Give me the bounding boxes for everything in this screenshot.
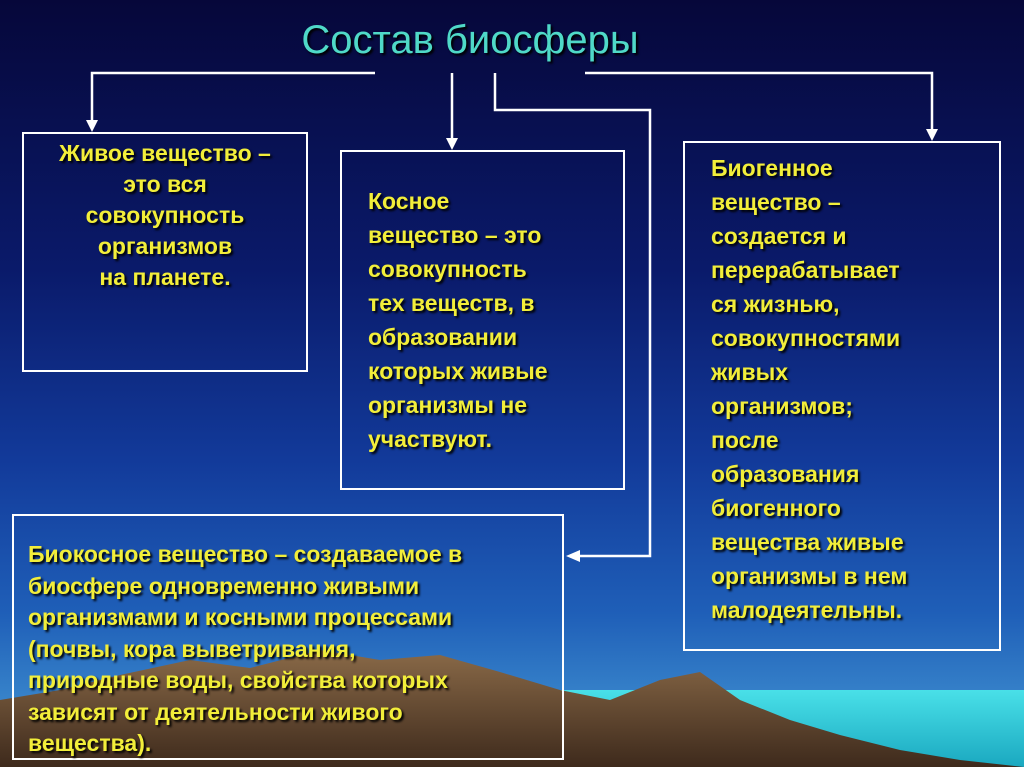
living-line: это вся (123, 171, 207, 197)
arrowhead-bioinert (566, 550, 580, 562)
inert-line: совокупность (368, 256, 527, 282)
bioinert-line: природные воды, свойства которых (28, 667, 448, 693)
inert-matter-box: Косное вещество – это совокупность тех в… (340, 150, 625, 490)
living-line: совокупность (85, 202, 245, 228)
arrowhead-living (86, 120, 98, 132)
living-line: на планете. (99, 264, 231, 290)
arrowhead-biogenic (926, 129, 938, 141)
bioinert-line: вещества). (28, 730, 152, 756)
inert-line: Косное (368, 188, 450, 214)
biogenic-line: биогенного (711, 495, 841, 521)
inert-line: организмы не (368, 392, 528, 418)
connector-bioinert (493, 73, 652, 558)
biogenic-line: после (711, 427, 779, 453)
arrowhead-inert (446, 138, 458, 150)
inert-line: вещество – это (368, 222, 542, 248)
connector-living (90, 71, 375, 122)
inert-line: тех веществ, в (368, 290, 535, 316)
bioinert-line: биосфере одновременно живыми (28, 572, 420, 599)
biogenic-line: организмы в нем (711, 563, 908, 589)
inert-line: образовании (368, 324, 518, 350)
biogenic-line: совокупностями (711, 325, 901, 351)
biogenic-line: живых (711, 359, 789, 385)
connector-biogenic (585, 71, 934, 131)
bioinert-line: зависят от деятельности живого (28, 698, 403, 725)
bioinert-line: (почвы, кора выветривания, (28, 635, 356, 662)
biogenic-line: ся жизнью, (711, 291, 840, 317)
biogenic-line: Биогенное (711, 155, 833, 181)
living-matter-box: Живое вещество – это вся совокупность ор… (22, 132, 308, 372)
biogenic-matter-box: Биогенное вещество – создается и перераб… (683, 141, 1001, 651)
bioinert-matter-box: Биокосное вещество – создаваемое в биосф… (12, 514, 564, 760)
biogenic-line: образования (711, 461, 860, 487)
bioinert-line: организмами и косными процессами (28, 604, 453, 630)
biogenic-line: вещества живые (711, 529, 904, 555)
bioinert-line: Биокосное вещество – создаваемое в (28, 541, 463, 567)
biogenic-line: вещество – (711, 189, 841, 215)
mountains (0, 650, 1024, 767)
connector-lines (86, 71, 938, 562)
biogenic-line: создается и (711, 223, 847, 249)
living-line: Живое вещество – (59, 140, 271, 166)
living-line: организмов (97, 233, 233, 259)
biogenic-line: организмов; (711, 393, 853, 419)
inert-line: которых живые (368, 358, 548, 384)
biogenic-line: перерабатывает (711, 257, 900, 283)
inert-line: участвуют. (368, 426, 493, 452)
slide-title: Состав биосферы (301, 18, 639, 62)
biogenic-line: малодеятельны. (711, 597, 903, 623)
